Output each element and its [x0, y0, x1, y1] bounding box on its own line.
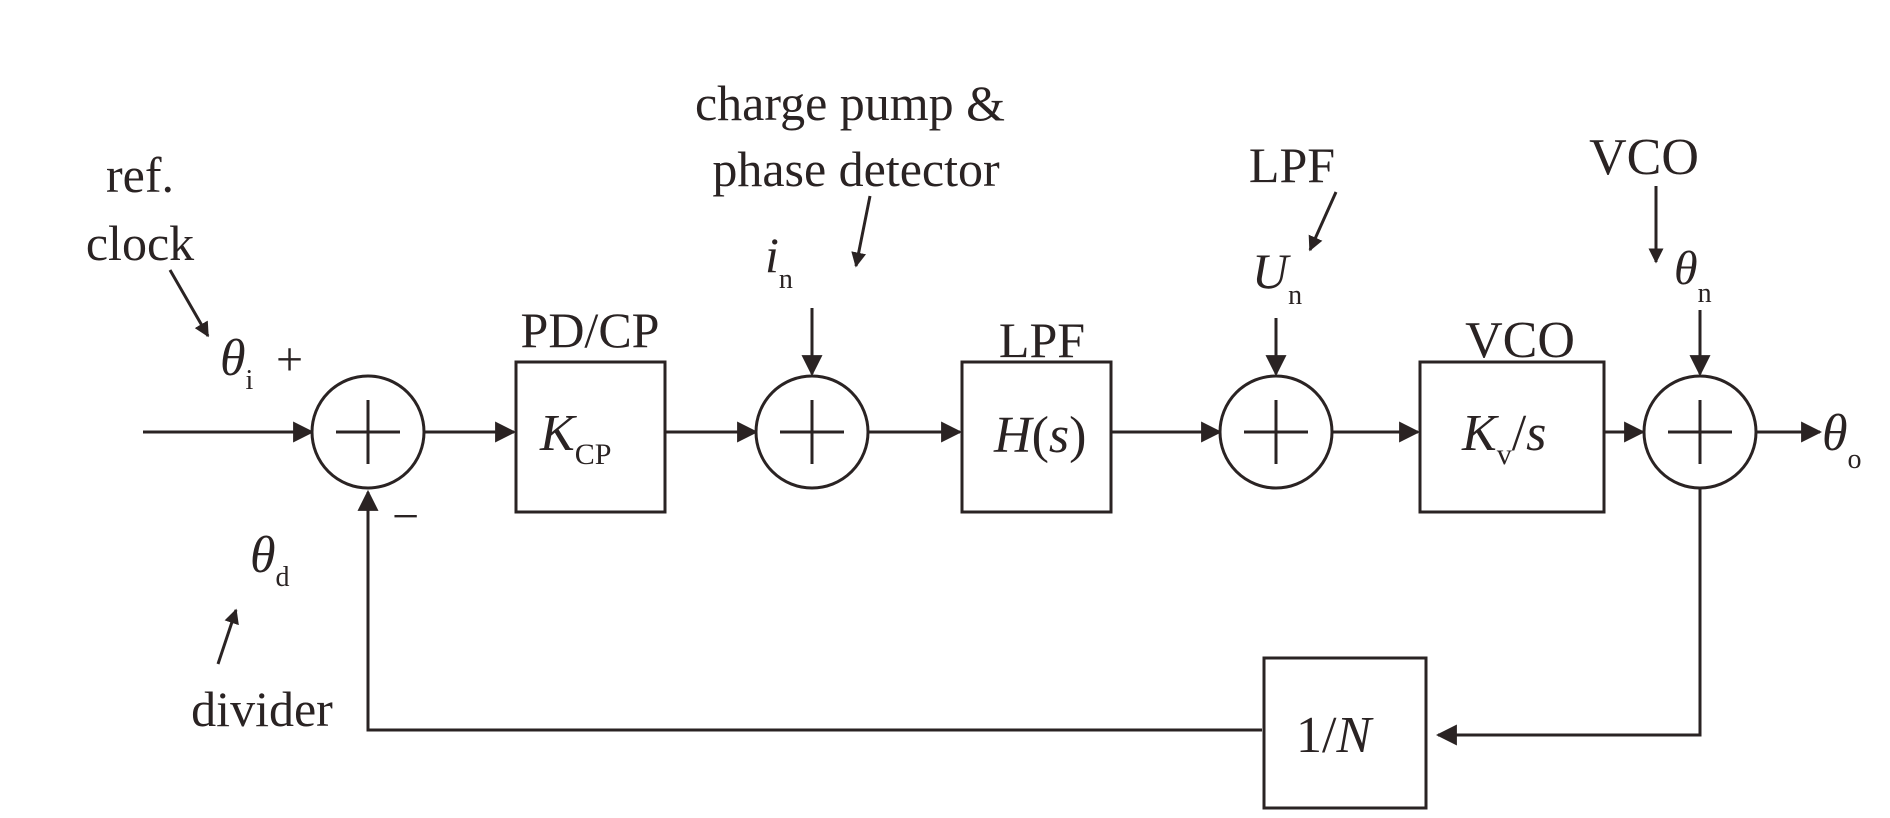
summing-junction-input [310, 374, 426, 490]
divider-arrow [216, 608, 239, 665]
theta-n-label: θn [1674, 242, 1712, 309]
ref-clock-label-line1: ref. [106, 147, 174, 203]
lpf-noise-arrow [1308, 191, 1338, 252]
vco-gain: Kv/s [1461, 405, 1546, 471]
lpf-block [960, 360, 1113, 514]
lpf-transfer-function: H(s) [993, 407, 1086, 464]
theta-o-label: θo [1822, 405, 1862, 475]
vco-title: VCO [1465, 312, 1575, 369]
ref-clock-label-line2: clock [86, 215, 194, 271]
pdcp-block [514, 360, 667, 514]
cp-pd-label-line1: charge pump & [695, 75, 1005, 131]
divider-block [1262, 656, 1428, 810]
divider-label: divider [191, 681, 333, 737]
theta-i-label: θi [220, 330, 254, 396]
summing-junction-lpf-noise [1218, 374, 1334, 490]
theta-d-label: θd [250, 527, 290, 593]
i-n-label: in [765, 227, 793, 295]
lpf-noise-label: LPF [1249, 137, 1335, 193]
vco-block [1418, 360, 1606, 514]
minus-sign: − [392, 490, 419, 543]
summing-junction-cp-noise [754, 374, 870, 490]
pdcp-title: PD/CP [521, 302, 660, 358]
cp-pd-arrow [851, 195, 872, 268]
plus-sign: + [276, 333, 303, 386]
wire-feedback-right [1435, 489, 1702, 746]
lpf-title: LPF [999, 312, 1085, 368]
divider-ratio: 1/N [1296, 707, 1374, 764]
wire-feedback-left [357, 489, 1262, 732]
cp-pd-label-line2: phase detector [712, 141, 1000, 197]
vco-noise-label: VCO [1589, 129, 1699, 186]
pdcp-gain: KCP [539, 405, 611, 471]
u-n-label: Un [1252, 243, 1302, 311]
ref-clock-arrow [168, 269, 210, 338]
summing-junction-vco-noise [1642, 374, 1758, 490]
